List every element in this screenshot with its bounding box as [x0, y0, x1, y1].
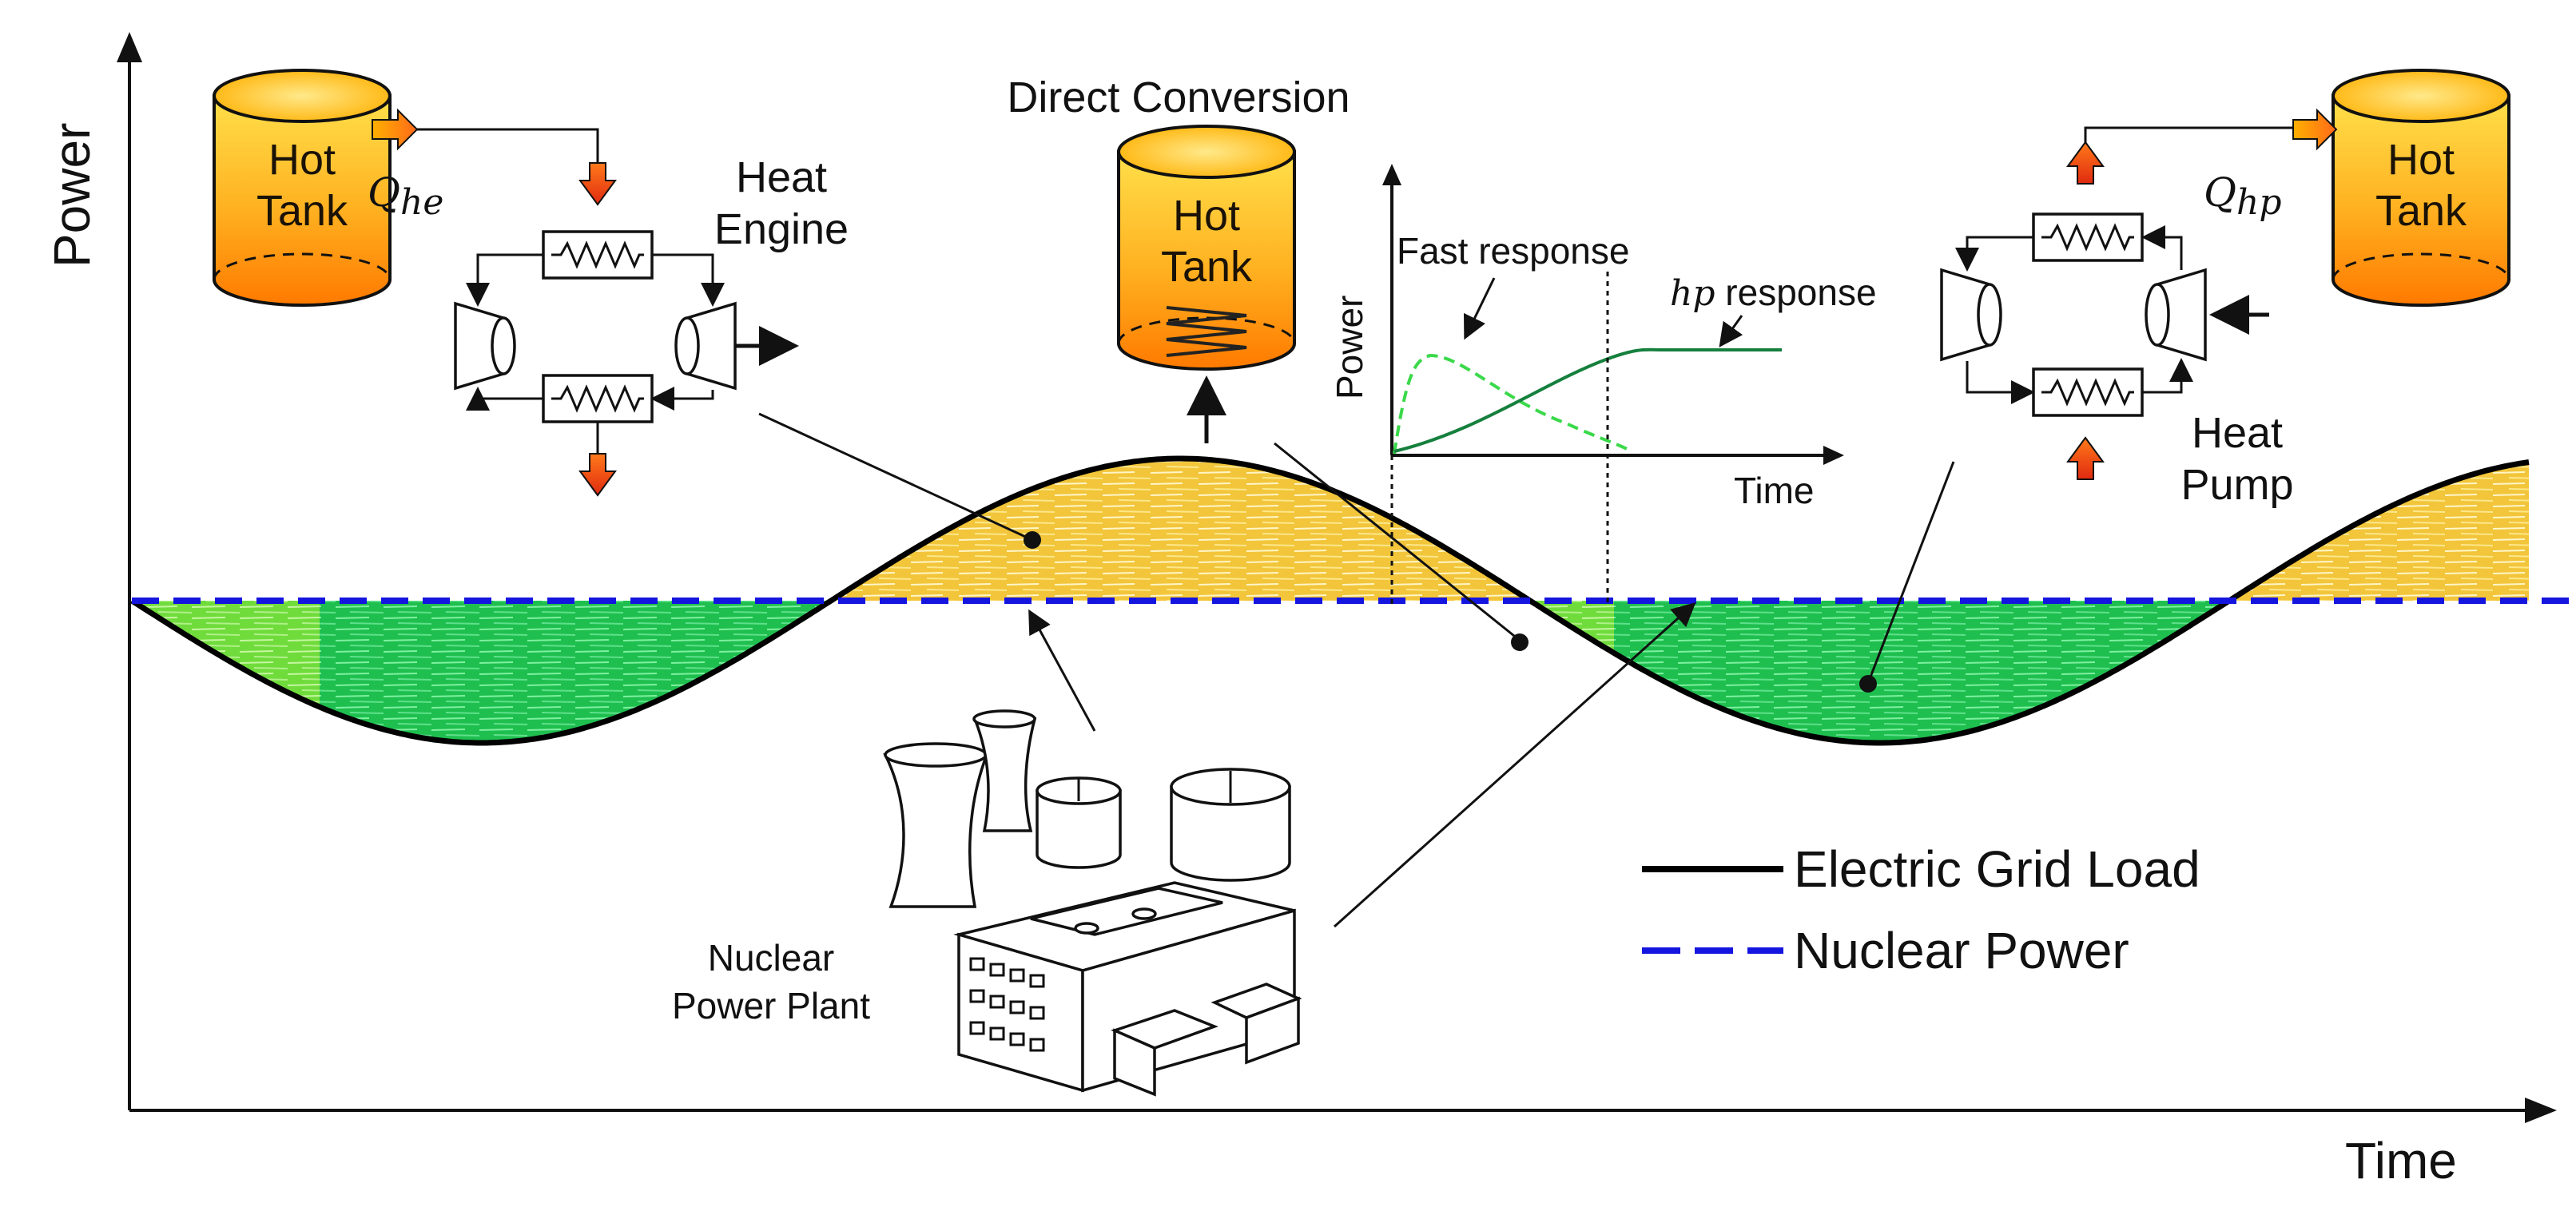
q-he-label: Qhe: [368, 169, 443, 223]
hp-response-label: hp response: [1670, 272, 1877, 314]
pointer-dot: [1511, 633, 1529, 651]
direct-conversion-title: Direct Conversion: [1007, 73, 1350, 121]
heat-engine-group: Hot Tank Qhe Heat Engine: [213, 69, 849, 497]
direct-tank-label-line2: Tank: [1161, 243, 1253, 291]
hp-heat-in-arrow-icon: [2066, 436, 2105, 480]
tank-label-line2: Tank: [256, 187, 348, 235]
legend: Electric Grid Load Nuclear Power: [1642, 840, 2200, 979]
inset-y-label: Power: [1329, 296, 1370, 399]
hp-response-curve: [1393, 347, 1782, 453]
hp-tank-label-line2: Tank: [2375, 187, 2467, 235]
direct-conversion-group: Direct Conversion Hot Tank: [1007, 73, 1350, 443]
direct-conversion-deficit-area: [137, 601, 320, 708]
direct-tank-label-line1: Hot: [1173, 192, 1240, 240]
heat-reject-arrow-icon: [578, 453, 617, 497]
fast-response-label: Fast response: [1397, 230, 1629, 272]
pointer-lines: [758, 412, 1955, 928]
legend-label-nuclear: Nuclear Power: [1794, 922, 2129, 979]
fast-response-curve: [1393, 353, 1632, 455]
surplus-energy-area: [832, 459, 2529, 601]
inset-x-label: Time: [1734, 470, 1815, 511]
heat-input-arrow-icon: [578, 162, 617, 206]
main-axes: Power Time: [43, 32, 2557, 1189]
hot-tank-heat-engine: Hot Tank: [213, 69, 392, 307]
hp-heat-up-arrow-icon: [2066, 141, 2105, 185]
heat-engine-label-line2: Engine: [714, 205, 849, 253]
deficit-energy-area: [137, 601, 2232, 743]
hp-tank-label-line1: Hot: [2387, 136, 2455, 184]
q-hp-label: Qhp: [2204, 169, 2282, 223]
heat-pump-group: Hot Tank Qhp Heat Pump: [1940, 69, 2510, 509]
x-axis-arrowhead: [2525, 1098, 2557, 1123]
resistive-heater-coil-icon: [1166, 306, 1247, 357]
y-axis-arrowhead: [117, 32, 142, 62]
y-axis-label: Power: [43, 123, 101, 268]
heat-input-line: [417, 128, 599, 168]
hp-heat-flow-arrow-icon: [2292, 108, 2338, 151]
pointer-dot: [1859, 675, 1877, 693]
heat-flow-arrow-icon: [372, 108, 419, 151]
plant-label-line2: Power Plant: [672, 985, 870, 1026]
heat-pump-label-line1: Heat: [2192, 409, 2283, 457]
legend-label-grid-load: Electric Grid Load: [1794, 840, 2200, 898]
heat-pump-label-line2: Pump: [2180, 461, 2293, 509]
pointer-dot: [1024, 531, 1041, 549]
heat-engine-label-line1: Heat: [736, 153, 827, 201]
response-inset: Power Time Fast response hp response: [1329, 164, 1877, 607]
x-axis-label: Time: [2345, 1132, 2457, 1189]
tank-label-line1: Hot: [268, 136, 336, 184]
nuclear-power-plant-icon: Nuclear Power Plant: [672, 709, 1302, 1097]
plant-label-line1: Nuclear: [708, 937, 835, 979]
